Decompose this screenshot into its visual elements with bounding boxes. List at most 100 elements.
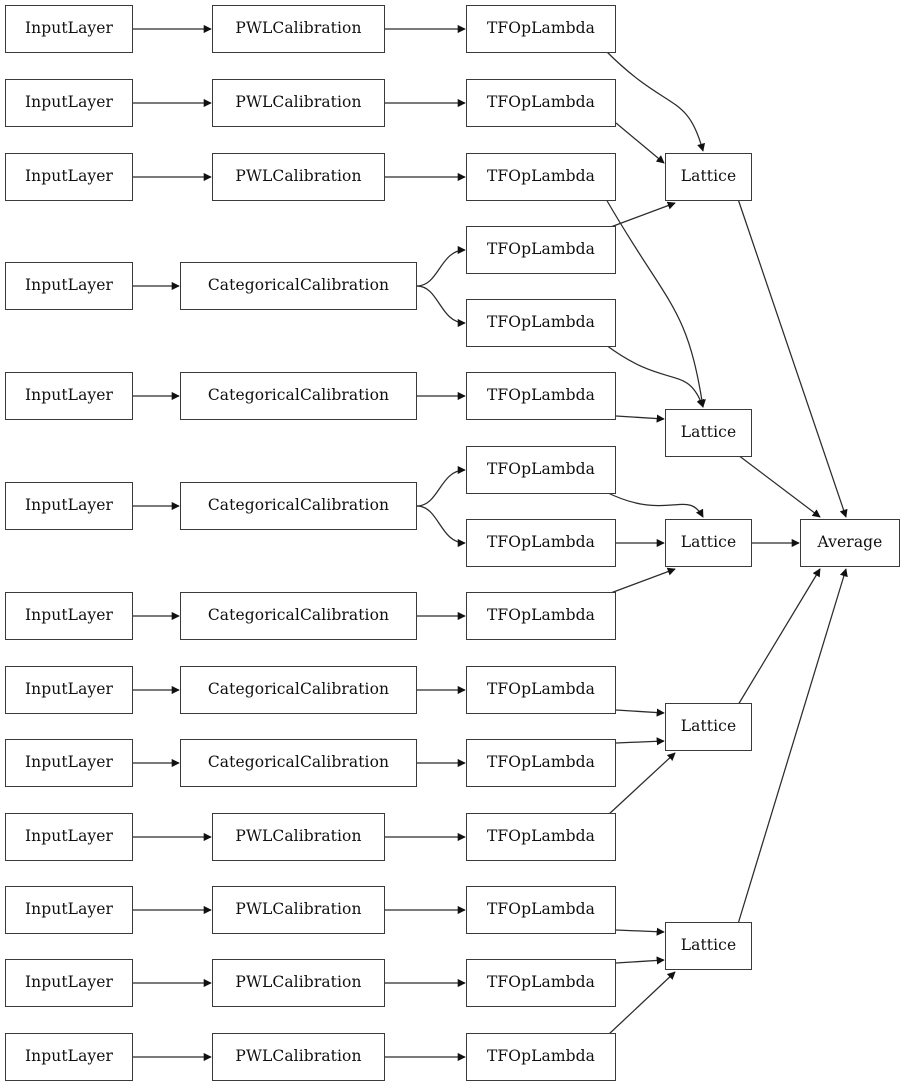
input-layer-node-2-label: InputLayer	[24, 93, 114, 112]
input-layer-node-13[interactable]: InputLayer	[5, 1033, 133, 1081]
lattice-node-3-label: Lattice	[680, 533, 737, 552]
pwl-calibration-node-10-label: PWLCalibration	[235, 827, 362, 846]
edge-lattice-1-to-average	[737, 198, 848, 518]
input-layer-node-12[interactable]: InputLayer	[5, 959, 133, 1007]
edge-tfoplambda-9-to-lattice-3	[607, 567, 676, 595]
tfoplambda-node-9[interactable]: TFOpLambda	[466, 592, 616, 640]
input-layer-node-10[interactable]: InputLayer	[5, 813, 133, 861]
edge-calibration-to-tfoplambda-5	[416, 285, 466, 328]
tfoplambda-node-13[interactable]: TFOpLambda	[466, 886, 616, 934]
pwl-calibration-node-2-label: PWLCalibration	[235, 93, 362, 112]
lattice-node-1-label: Lattice	[680, 167, 737, 186]
lattice-node-5-label: Lattice	[680, 936, 737, 955]
lattice-node-4[interactable]: Lattice	[665, 703, 752, 751]
edge-calibration-to-tfoplambda-7	[416, 465, 466, 507]
input-layer-node-8[interactable]: InputLayer	[5, 666, 133, 714]
categorical-calibration-node-4[interactable]: CategoricalCalibration	[180, 262, 417, 310]
lattice-node-5[interactable]: Lattice	[665, 922, 752, 970]
edge-tfoplambda-2-to-lattice-1	[615, 122, 665, 164]
input-layer-node-11[interactable]: InputLayer	[5, 886, 133, 934]
tfoplambda-node-6[interactable]: TFOpLambda	[466, 372, 616, 420]
edge-lattice-4-to-average	[737, 568, 821, 706]
categorical-calibration-node-7[interactable]: CategoricalCalibration	[180, 592, 417, 640]
tfoplambda-node-14[interactable]: TFOpLambda	[466, 959, 616, 1007]
tfoplambda-node-15[interactable]: TFOpLambda	[466, 1033, 616, 1081]
input-layer-node-1-label: InputLayer	[24, 19, 114, 38]
tfoplambda-node-2[interactable]: TFOpLambda	[466, 79, 616, 127]
tfoplambda-node-9-label: TFOpLambda	[486, 606, 596, 625]
input-layer-node-7[interactable]: InputLayer	[5, 592, 133, 640]
edge-lattice-5-to-average	[737, 568, 848, 925]
edge-tfoplambda-10-to-lattice-4	[615, 708, 665, 717]
pwl-calibration-node-13[interactable]: PWLCalibration	[212, 1033, 385, 1081]
pwl-calibration-node-1-label: PWLCalibration	[235, 19, 362, 38]
input-layer-node-5-label: InputLayer	[24, 386, 114, 405]
edge-tfoplambda-1-to-lattice-1	[605, 50, 706, 152]
categorical-calibration-node-8[interactable]: CategoricalCalibration	[180, 666, 417, 714]
lattice-node-3[interactable]: Lattice	[665, 519, 752, 567]
pwl-calibration-node-11-label: PWLCalibration	[235, 900, 362, 919]
tfoplambda-node-5-label: TFOpLambda	[486, 313, 596, 332]
tfoplambda-node-8-label: TFOpLambda	[486, 533, 596, 552]
tfoplambda-node-14-label: TFOpLambda	[486, 973, 596, 992]
pwl-calibration-node-3[interactable]: PWLCalibration	[212, 153, 385, 201]
input-layer-node-2[interactable]: InputLayer	[5, 79, 133, 127]
categorical-calibration-node-8-label: CategoricalCalibration	[207, 680, 390, 699]
input-layer-node-3[interactable]: InputLayer	[5, 153, 133, 201]
average-node[interactable]: Average	[800, 519, 900, 567]
tfoplambda-node-10[interactable]: TFOpLambda	[466, 666, 616, 714]
edge-tfoplambda-14-to-lattice-5	[615, 956, 665, 965]
lattice-node-1[interactable]: Lattice	[665, 153, 752, 201]
tfoplambda-node-12-label: TFOpLambda	[486, 827, 596, 846]
categorical-calibration-node-6-label: CategoricalCalibration	[207, 496, 390, 515]
lattice-node-2-label: Lattice	[680, 423, 737, 442]
tfoplambda-node-12[interactable]: TFOpLambda	[466, 813, 616, 861]
edge-lattice-2-to-average	[737, 454, 821, 518]
input-layer-node-8-label: InputLayer	[24, 680, 114, 699]
tfoplambda-node-11[interactable]: TFOpLambda	[466, 739, 616, 787]
tfoplambda-node-3[interactable]: TFOpLambda	[466, 153, 616, 201]
input-layer-node-6[interactable]: InputLayer	[5, 482, 133, 530]
pwl-calibration-node-2[interactable]: PWLCalibration	[212, 79, 385, 127]
input-layer-node-4-label: InputLayer	[24, 276, 114, 295]
edge-tfoplambda-13-to-lattice-5	[615, 927, 665, 936]
categorical-calibration-node-5[interactable]: CategoricalCalibration	[180, 372, 417, 420]
pwl-calibration-node-11[interactable]: PWLCalibration	[212, 886, 385, 934]
tfoplambda-node-7-label: TFOpLambda	[486, 460, 596, 479]
edge-paths	[133, 24, 848, 1062]
tfoplambda-node-15-label: TFOpLambda	[486, 1047, 596, 1066]
input-layer-node-5[interactable]: InputLayer	[5, 372, 133, 420]
pwl-calibration-node-10[interactable]: PWLCalibration	[212, 813, 385, 861]
input-layer-node-4[interactable]: InputLayer	[5, 262, 133, 310]
input-layer-node-1[interactable]: InputLayer	[5, 5, 133, 53]
input-layer-node-6-label: InputLayer	[24, 496, 114, 515]
tfoplambda-node-2-label: TFOpLambda	[486, 93, 596, 112]
categorical-calibration-node-9[interactable]: CategoricalCalibration	[180, 739, 417, 787]
tfoplambda-node-4-label: TFOpLambda	[486, 240, 596, 259]
edge-tfoplambda-4-to-lattice-1	[607, 201, 676, 229]
average-node-label: Average	[817, 533, 883, 552]
input-layer-node-9[interactable]: InputLayer	[5, 739, 133, 787]
categorical-calibration-node-6[interactable]: CategoricalCalibration	[180, 482, 417, 530]
tfoplambda-node-5[interactable]: TFOpLambda	[466, 299, 616, 347]
edge-tfoplambda-3-to-lattice-2	[605, 198, 706, 408]
tfoplambda-node-1[interactable]: TFOpLambda	[466, 5, 616, 53]
input-layer-node-10-label: InputLayer	[24, 827, 114, 846]
tfoplambda-node-8[interactable]: TFOpLambda	[466, 519, 616, 567]
lattice-node-4-label: Lattice	[680, 717, 737, 736]
tfoplambda-node-4[interactable]: TFOpLambda	[466, 226, 616, 274]
edge-tfoplambda-12-to-lattice-4	[607, 752, 676, 816]
categorical-calibration-node-9-label: CategoricalCalibration	[207, 753, 390, 772]
categorical-calibration-node-4-label: CategoricalCalibration	[207, 276, 390, 295]
pwl-calibration-node-1[interactable]: PWLCalibration	[212, 5, 385, 53]
edge-calibration-to-tfoplambda-8	[416, 505, 466, 548]
categorical-calibration-node-5-label: CategoricalCalibration	[207, 386, 390, 405]
pwl-calibration-node-12[interactable]: PWLCalibration	[212, 959, 385, 1007]
edge-tfoplambda-11-to-lattice-4	[615, 737, 665, 746]
lattice-node-2[interactable]: Lattice	[665, 409, 752, 457]
tfoplambda-node-7[interactable]: TFOpLambda	[466, 446, 616, 494]
pwl-calibration-node-12-label: PWLCalibration	[235, 973, 362, 992]
edge-tfoplambda-7-to-lattice-3	[605, 491, 704, 518]
